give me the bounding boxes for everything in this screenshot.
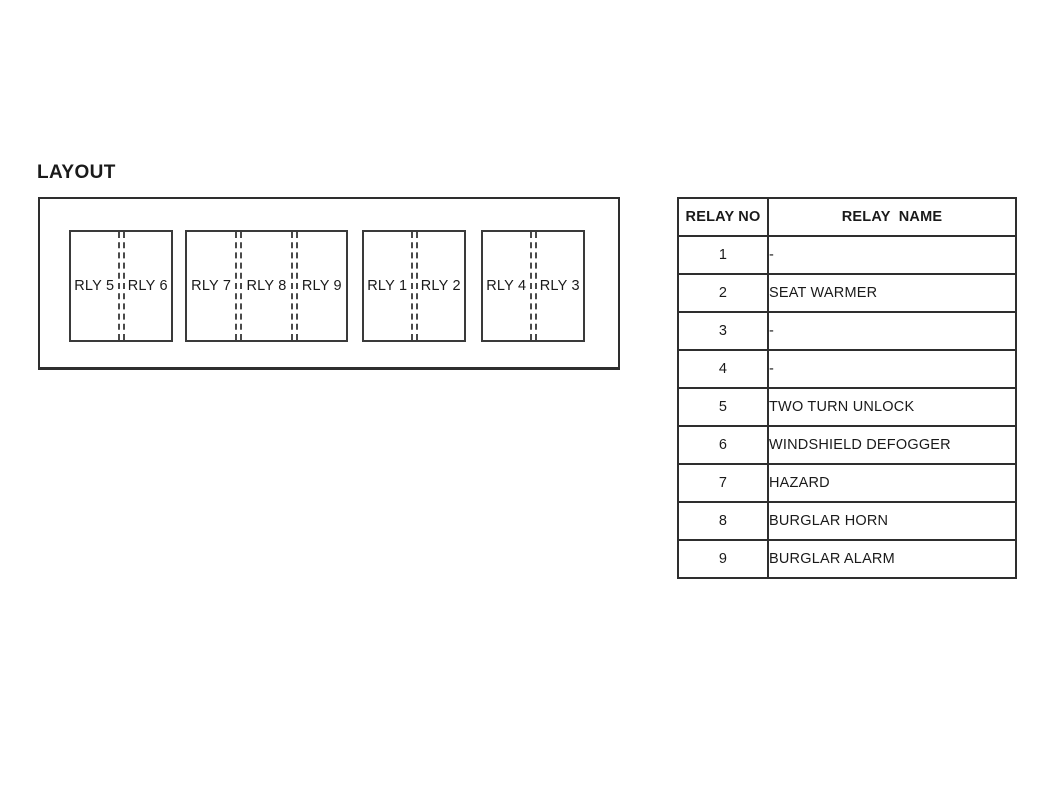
relay-box-outline: RLY 5 RLY 6 RLY 7 RLY 8 RLY 9 RLY 1 RLY 2 RLY 4…	[38, 197, 620, 370]
relay-cell-label: RLY 1	[367, 278, 408, 294]
relay-block-1: RLY 5 RLY 6	[69, 230, 173, 342]
relay-no-column-header: RELAY NO	[677, 197, 769, 237]
relay-no-cell: 4	[677, 349, 769, 389]
relay-no-cell: 6	[677, 425, 769, 465]
relay-cell-label: RLY 6	[127, 278, 168, 294]
relay-cell-label: RLY 4	[486, 278, 527, 294]
table-row: 1-	[677, 235, 1017, 275]
double-dashed-divider	[290, 232, 298, 340]
double-dashed-divider	[529, 232, 537, 340]
relay-no-cell: 7	[677, 463, 769, 503]
relay-no-cell: 8	[677, 501, 769, 541]
relay-cell-label: RLY 9	[301, 278, 342, 294]
relay-name-cell: -	[767, 349, 1017, 389]
relay-name-cell: BURGLAR ALARM	[767, 539, 1017, 579]
relay-cell-label: RLY 3	[539, 278, 580, 294]
relay-no-cell: 2	[677, 273, 769, 313]
relay-cell-label: RLY 5	[74, 278, 115, 294]
relay-no-cell: 5	[677, 387, 769, 427]
relay-name-cell: HAZARD	[767, 463, 1017, 503]
relay-name-cell: BURGLAR HORN	[767, 501, 1017, 541]
relay-name-cell: WINDSHIELD DEFOGGER	[767, 425, 1017, 465]
relay-block-4: RLY 4 RLY 3	[481, 230, 585, 342]
double-dashed-divider	[410, 232, 418, 340]
relay-block-3: RLY 1 RLY 2	[362, 230, 466, 342]
table-row: 3-	[677, 311, 1017, 351]
relay-no-cell: 9	[677, 539, 769, 579]
relay-cell-label: RLY 7	[191, 278, 232, 294]
double-dashed-divider	[117, 232, 125, 340]
layout-section-title: LAYOUT	[37, 162, 116, 183]
relay-block-2: RLY 7 RLY 8 RLY 9	[185, 230, 348, 342]
relay-no-cell: 3	[677, 311, 769, 351]
relay-name-column-header: RELAY NAME	[767, 197, 1017, 237]
table-header-row: RELAY NO RELAY NAME	[677, 197, 1017, 237]
relay-name-cell: -	[767, 311, 1017, 351]
double-dashed-divider	[235, 232, 243, 340]
table-row: 4-	[677, 349, 1017, 389]
relay-name-cell: TWO TURN UNLOCK	[767, 387, 1017, 427]
relay-cell-label: RLY 2	[420, 278, 461, 294]
relay-no-cell: 1	[677, 235, 769, 275]
relay-name-cell: -	[767, 235, 1017, 275]
relay-name-cell: SEAT WARMER	[767, 273, 1017, 313]
relay-cell-label: RLY 8	[246, 278, 287, 294]
